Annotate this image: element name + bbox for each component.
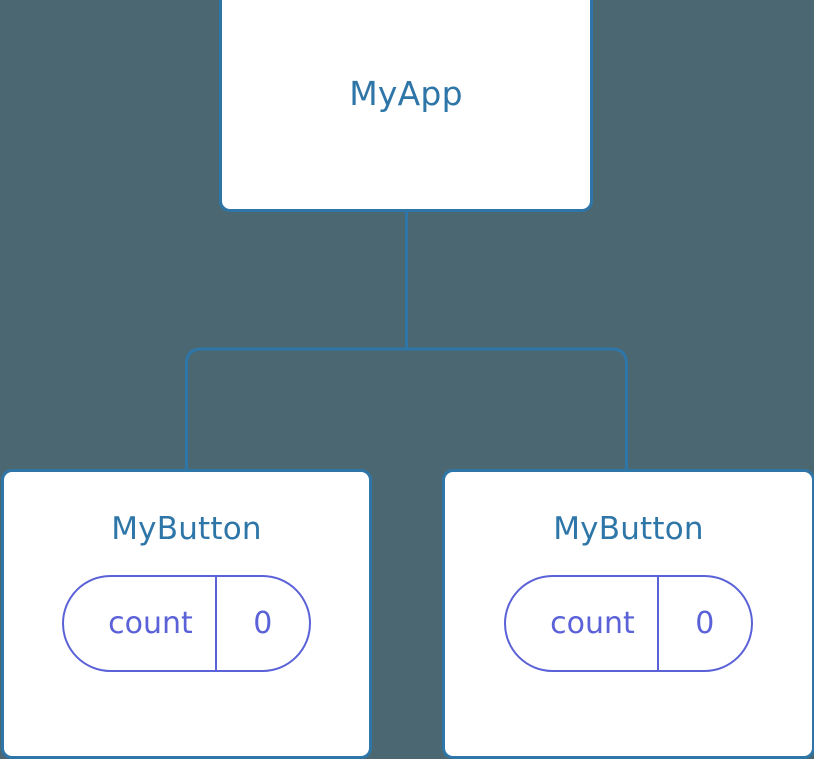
node-mybutton-2[interactable]: MyButton count 0 [442,469,814,759]
state-pill-1-value: 0 [214,577,309,670]
tree-connectors [185,210,628,470]
node-myapp-label: MyApp [349,73,463,113]
node-mybutton-1-label: MyButton [111,511,262,547]
state-pill-2-key: count [550,605,635,641]
state-pill-2-value: 0 [656,577,751,670]
node-mybutton-1[interactable]: MyButton count 0 [1,469,372,759]
state-pill-2[interactable]: count 0 [504,575,753,672]
node-myapp[interactable]: MyApp [219,0,593,212]
state-pill-1-key: count [108,605,193,641]
connector-children-bus [185,347,628,470]
node-mybutton-2-label: MyButton [553,511,704,547]
state-pill-1[interactable]: count 0 [62,575,311,672]
